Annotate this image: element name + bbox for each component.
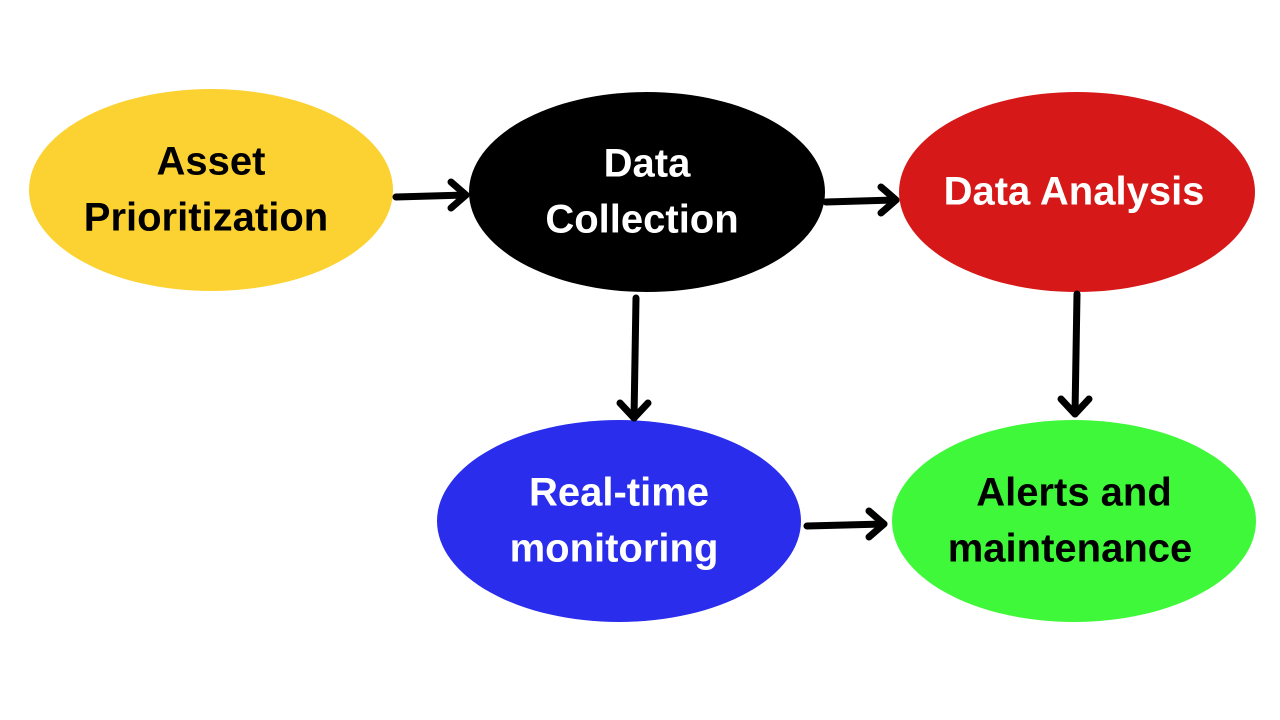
- node-alerts-maintenance-label-line-2: maintenance: [948, 527, 1193, 571]
- node-data-analysis-shape: [899, 92, 1255, 292]
- node-data-collection-label-line-1: Data: [604, 142, 691, 186]
- node-alerts-maintenance: Alerts and maintenance: [892, 420, 1256, 622]
- node-data-analysis-label-line-1: Data Analysis: [944, 170, 1205, 214]
- arrow-realtime-monitoring-to-alerts-maintenance-shaft: [803, 520, 888, 530]
- node-data-collection-shape: [469, 92, 825, 292]
- node-asset-prioritization: Asset Prioritization: [29, 89, 393, 291]
- node-realtime-monitoring: Real-time monitoring: [437, 420, 801, 622]
- node-alerts-maintenance-label-line-1: Alerts and: [976, 471, 1172, 515]
- arrow-realtime-monitoring-to-alerts-maintenance-head: [865, 507, 888, 541]
- arrow-realtime-monitoring-to-alerts-maintenance: [803, 507, 888, 541]
- arrow-asset-prioritization-to-data-collection: [392, 178, 470, 212]
- node-asset-prioritization-label-line-1: Asset: [157, 140, 266, 184]
- node-realtime-monitoring-shape: [437, 420, 801, 622]
- node-alerts-maintenance-shape: [892, 420, 1256, 622]
- arrow-asset-prioritization-to-data-collection-head: [447, 178, 470, 212]
- arrow-data-collection-to-realtime-monitoring-head: [616, 399, 652, 422]
- node-realtime-monitoring-label-line-2: monitoring: [510, 527, 719, 571]
- arrow-data-collection-to-realtime-monitoring-shaft: [630, 294, 640, 422]
- node-asset-prioritization-label-line-2: Prioritization: [84, 196, 328, 240]
- arrow-asset-prioritization-to-data-collection-shaft: [392, 191, 470, 201]
- arrow-data-collection-to-realtime-monitoring: [616, 294, 652, 422]
- node-realtime-monitoring-label-line-1: Real-time: [529, 471, 709, 515]
- node-data-analysis: Data Analysis: [899, 92, 1255, 292]
- arrow-data-collection-to-data-analysis-shaft: [822, 196, 900, 206]
- arrow-data-collection-to-data-analysis: [822, 183, 900, 217]
- arrow-data-analysis-to-alerts-maintenance: [1057, 290, 1093, 418]
- arrow-data-analysis-to-alerts-maintenance-shaft: [1071, 290, 1081, 418]
- arrow-data-collection-to-data-analysis-head: [877, 183, 900, 217]
- arrow-data-analysis-to-alerts-maintenance-head: [1057, 395, 1093, 418]
- node-data-collection: Data Collection: [469, 92, 825, 292]
- node-asset-prioritization-shape: [29, 89, 393, 291]
- node-data-collection-label-line-2: Collection: [545, 198, 738, 242]
